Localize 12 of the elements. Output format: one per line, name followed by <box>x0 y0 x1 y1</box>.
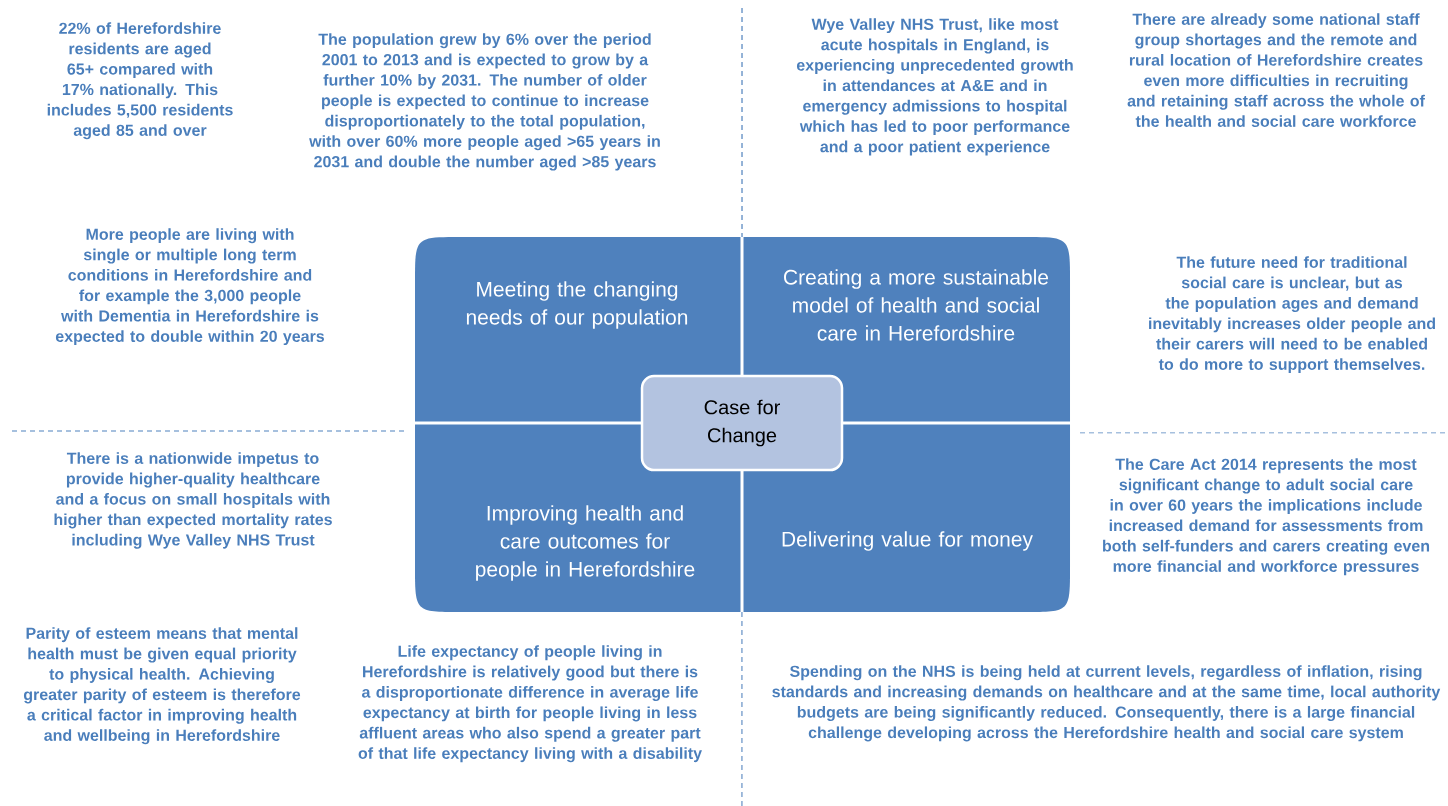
note-text: The future need for traditional social care is unclear, but as the population ages and demand inevitably increases older people and their carers will need to be enabled to do more to support themselves. <box>1149 256 1435 374</box>
centre-box: Case for Change <box>640 374 844 472</box>
note-text: There is a nationwide impetus to provide higher-quality healthcare and a focus on small hospitals with higher than expected mortality rates including Wye Valley NHS Trust <box>54 452 332 549</box>
note-text: The population grew by 6% over the period 2001 to 2013 and is expected to grow by a further 10% by 2031. The number of older people is expected to continue to increase disproportionately to the total population, with over 60% more people aged >65 years in 2031 and double the number aged >85 years <box>309 33 660 171</box>
note-text: The Care Act 2014 represents the most significant change to adult social care in over 60 years the implications include increased demand for assessments from both self-funders and carers creating even more financial and workforce pressures <box>1103 458 1430 576</box>
note-text: Wye Valley NHS Trust, like most acute hospitals in England, is experiencing unprecedented growth in attendances at A&E and in emergency admissions to hospital which has led to poor performance and a poor patient experience <box>796 18 1073 156</box>
note-text: There are already some national staff group shortages and the remote and rural location of Herefordshire creates even more difficulties in recruiting and retaining staff across the whole of the health and social care workforce <box>1127 13 1425 127</box>
note-text: More people are living with single or multiple long term conditions in Herefordshire and for example the 3,000 people with Dementia in Herefordshire is expected to double within 20 years <box>55 228 325 346</box>
note-text: Spending on the NHS is being held at current levels, regardless of inflation, rising standards and increasing demands on healthcare and at the same time, local authority budgets are being significantly reduced. Consequently, there is a large financial challenge developing across the Herefordshire health and social care system <box>772 665 1441 742</box>
note-text: Parity of esteem means that mental health must be given equal priority to physical health. Achieving greater parity of esteem is therefore a critical factor in improving health and wellbeing in Herefordshire <box>23 627 301 745</box>
note-text: Life expectancy of people living in Herefordshire is relatively good but there is a disproportionate difference in average life expectancy at birth for people living in less affluent areas who also spend a greater part of that life expectancy living with a disability <box>358 645 702 763</box>
note-text: 22% of Herefordshire residents are aged 65+ compared with 17% nationally. This includes 5,500 residents aged 85 and over <box>47 22 233 140</box>
